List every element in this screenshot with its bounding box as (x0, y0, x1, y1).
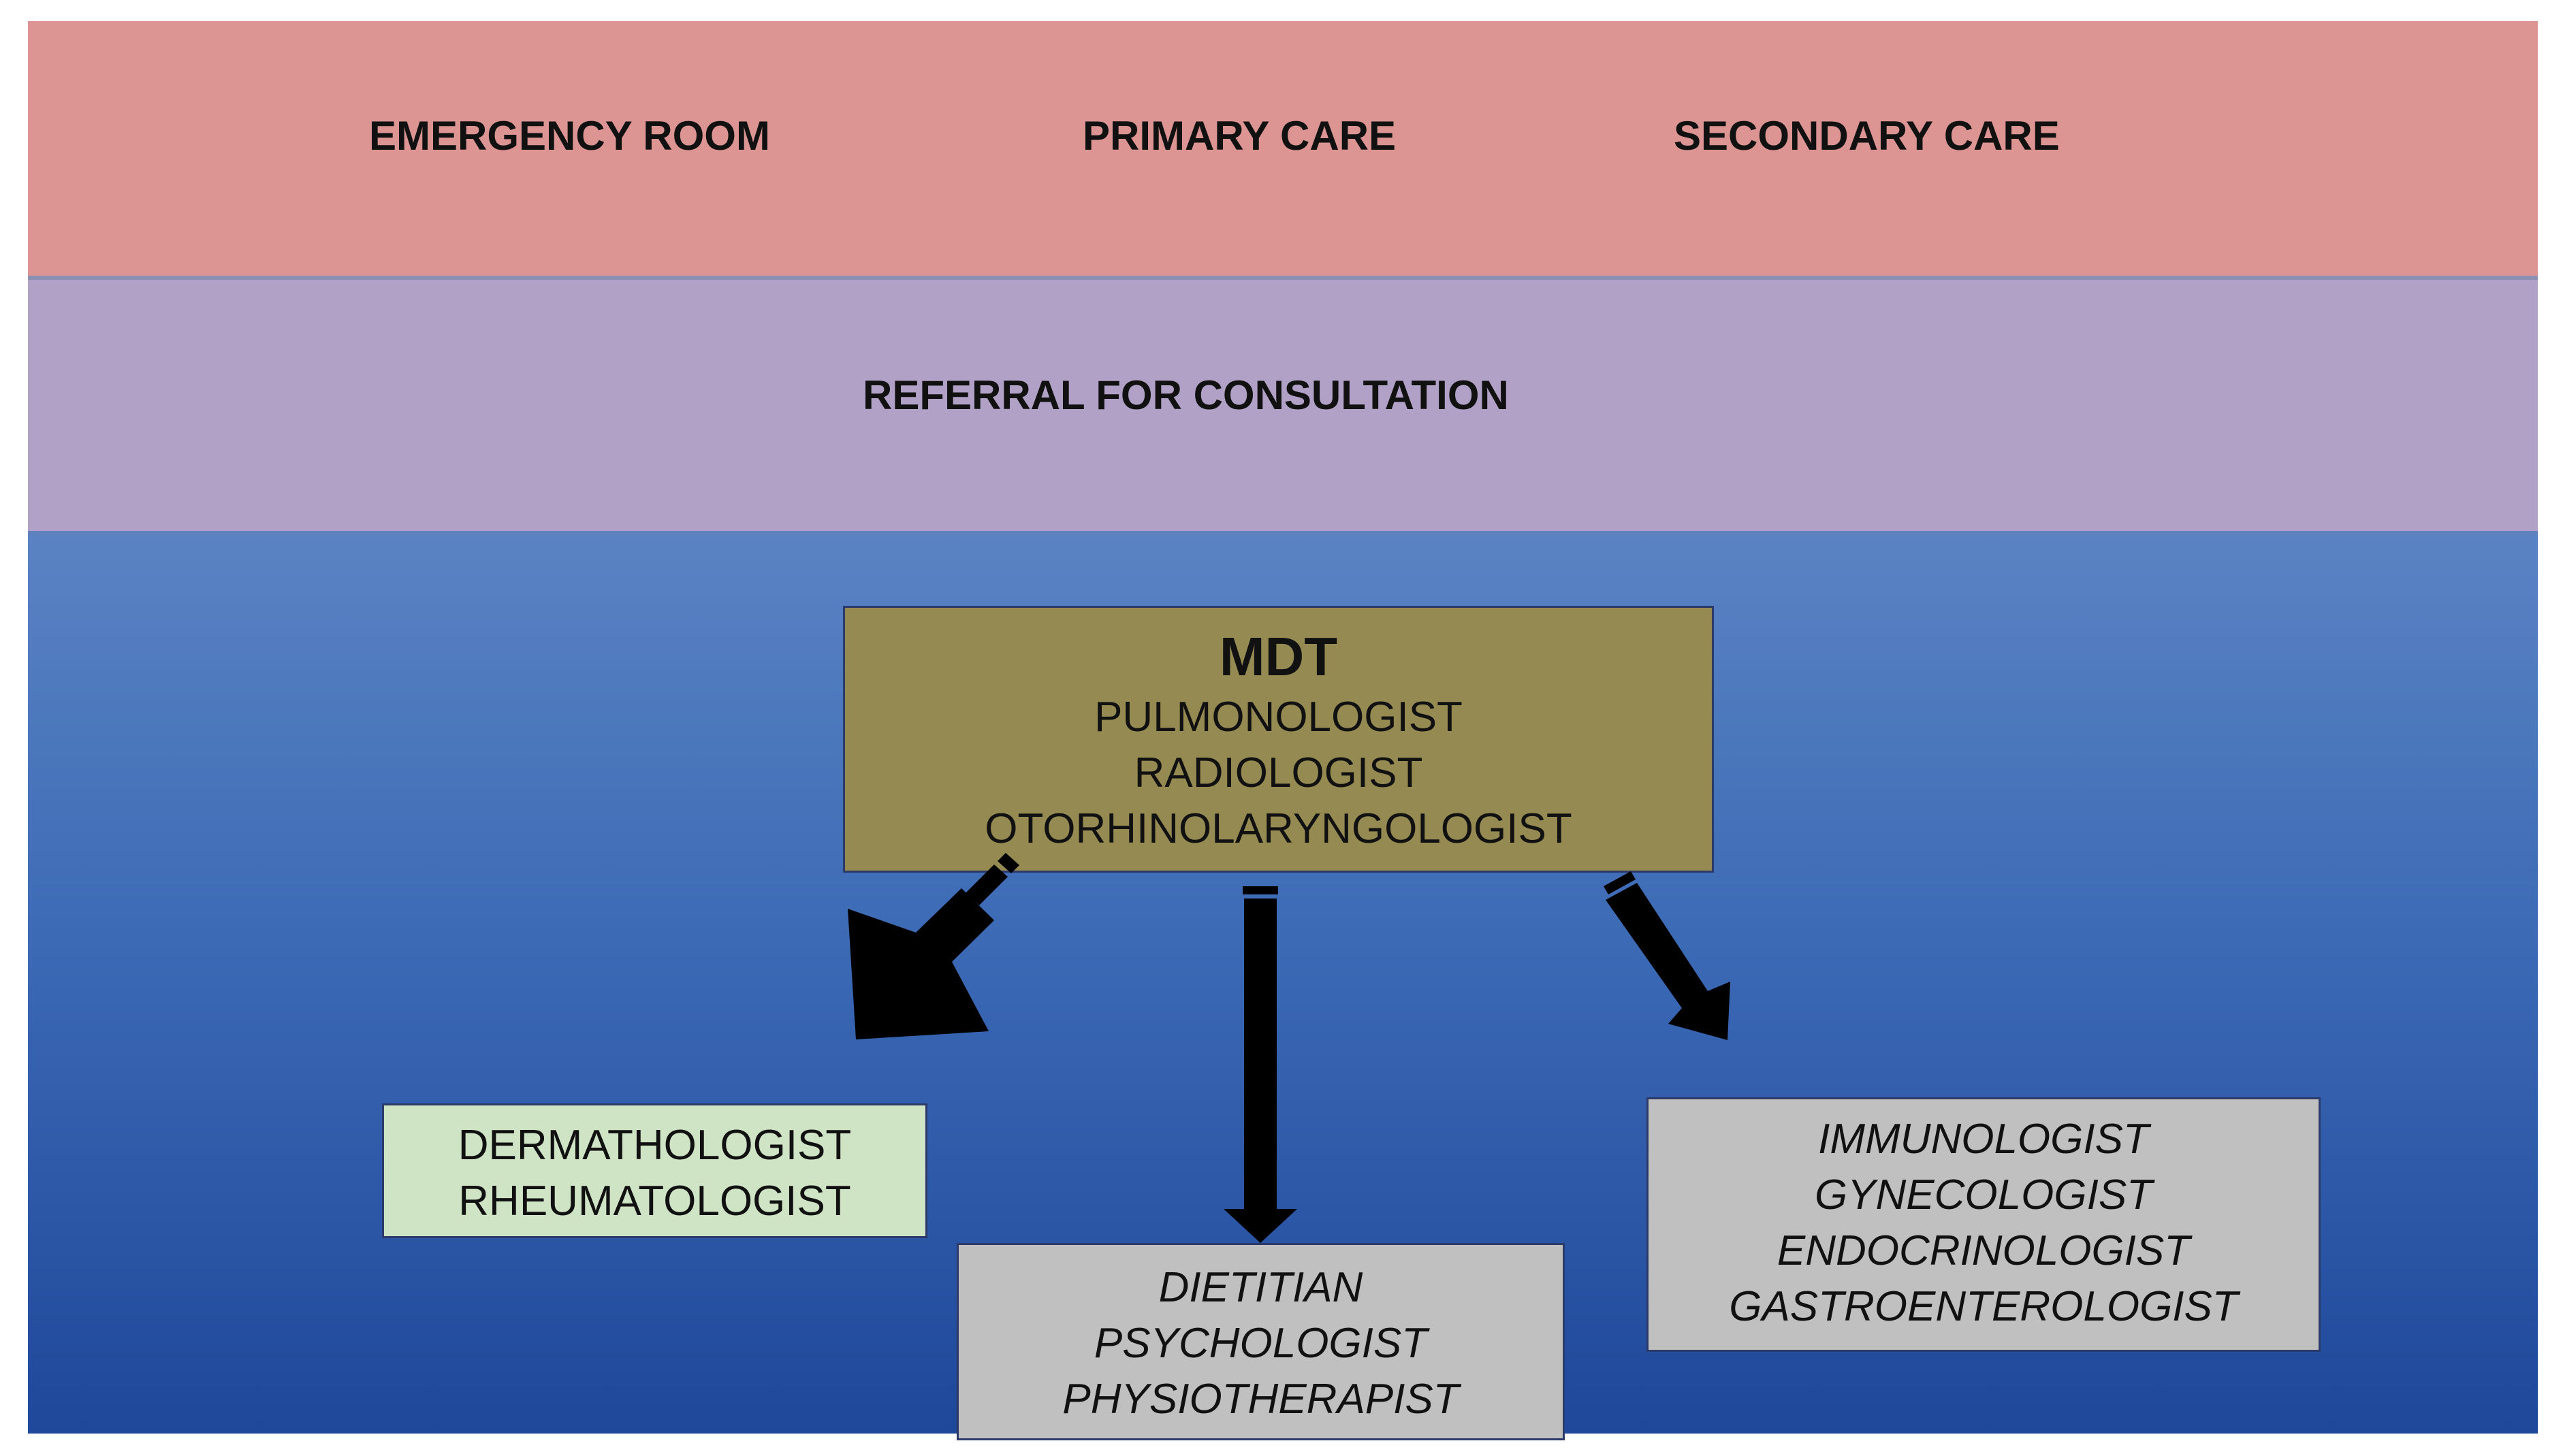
referral-label: REFERRAL FOR CONSULTATION (863, 372, 1509, 418)
mdt-member: RADIOLOGIST (1134, 749, 1423, 796)
arrow-to-other-specialists (1604, 871, 1730, 1040)
rehabilitation-box: DIETITIAN PSYCHOLOGIST PHYSIOTHERAPIST (957, 1243, 1565, 1440)
mdt-box: MDT PULMONOLOGIST RADIOLOGIST OTORHINOLA… (843, 606, 1714, 873)
mdt-title: MDT (1219, 626, 1338, 687)
arrow-to-dermatology (848, 853, 1019, 1039)
specialist-item: DERMATHOLOGIST (458, 1122, 852, 1169)
referral-band (28, 280, 2538, 535)
care-settings-band (28, 21, 2538, 280)
dermatology-rheumatology-box: DERMATHOLOGIST RHEUMATOLOGIST (382, 1103, 927, 1238)
other-specialists-box: IMMUNOLOGIST GYNECOLOGIST ENDOCRINOLOGIS… (1646, 1097, 2321, 1352)
specialist-item: ENDOCRINOLOGIST (1777, 1227, 2191, 1274)
specialist-item: PSYCHOLOGIST (1094, 1320, 1428, 1367)
specialist-item: DIETITIAN (1158, 1264, 1363, 1311)
specialist-item: IMMUNOLOGIST (1818, 1116, 2149, 1163)
mdt-member: PULMONOLOGIST (1094, 694, 1463, 741)
specialist-item: GASTROENTEROLOGIST (1729, 1283, 2238, 1330)
specialist-item: RHEUMATOLOGIST (458, 1178, 851, 1225)
arrow-to-rehabilitation (1224, 886, 1297, 1243)
specialist-item: PHYSIOTHERAPIST (1062, 1376, 1459, 1423)
secondary-care-label: SECONDARY CARE (1674, 113, 2060, 159)
primary-care-label: PRIMARY CARE (1083, 113, 1397, 159)
mdt-member: OTORHINOLARYNGOLOGIST (985, 805, 1572, 852)
emergency-room-label: EMERGENCY ROOM (369, 113, 770, 159)
specialist-item: GYNECOLOGIST (1814, 1171, 2153, 1218)
